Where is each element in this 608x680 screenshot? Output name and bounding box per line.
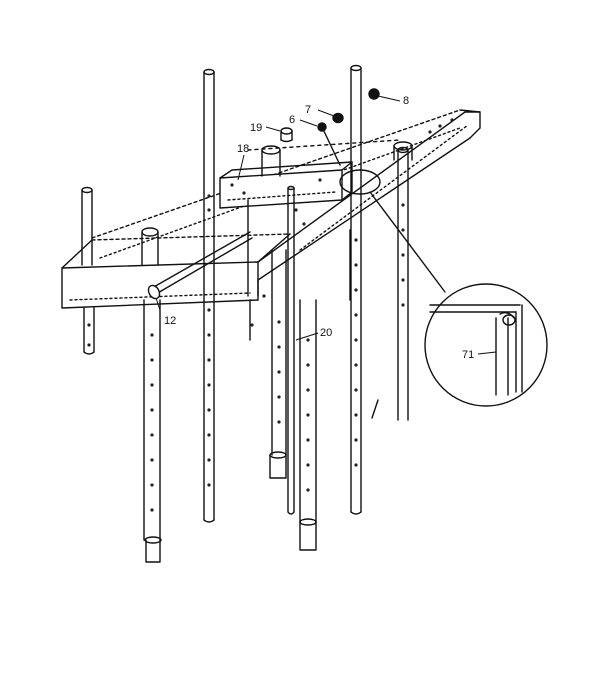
leg-hole-dots (87, 118, 454, 512)
right-leg-b (299, 299, 317, 551)
back-left-post (203, 68, 215, 523)
right-leg-a (269, 249, 287, 479)
leader-lines (155, 95, 497, 355)
nut-part-8 (368, 88, 380, 100)
bolt-part-12 (147, 231, 253, 300)
front-center-leg (143, 299, 162, 563)
front-right-leg (247, 199, 259, 341)
label-part-71: 71 (462, 349, 474, 361)
nut-part-7 (332, 112, 344, 124)
upper-left-short-post (81, 186, 93, 266)
cross-bracket (219, 139, 413, 209)
label-part-19: 19 (250, 122, 262, 134)
front-left-leg (83, 307, 95, 355)
label-part-12: 12 (164, 315, 176, 327)
inner-left-short-post (141, 227, 159, 266)
assembly-guide-line (321, 126, 341, 166)
detail-callout-ellipse (339, 169, 446, 293)
label-part-7: 7 (305, 104, 311, 116)
label-part-18: 18 (237, 143, 249, 155)
frame-end-cross-member (61, 233, 291, 309)
label-part-8: 8 (403, 95, 409, 107)
label-part-20: 20 (320, 327, 332, 339)
cap-part-19 (280, 127, 293, 143)
label-part-6: 6 (289, 114, 295, 126)
detail-inset (424, 283, 548, 407)
center-rod-part-20 (287, 185, 295, 515)
